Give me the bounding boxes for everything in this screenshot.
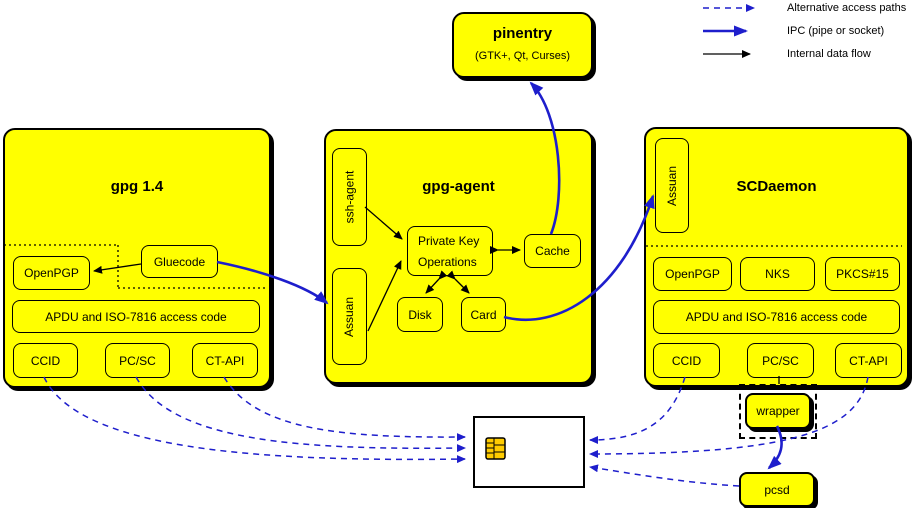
smartcard: [473, 416, 585, 488]
gpg14-title: gpg 1.4: [110, 178, 164, 195]
scdaemon-openpgp-label: OpenPGP: [665, 267, 720, 281]
gpg-agent-cache-box: Cache: [524, 234, 581, 268]
gpg-agent-private-key-operations-box: Private Key Operations: [407, 226, 493, 276]
pcsd-label: pcsd: [764, 482, 790, 497]
scdaemon-pcsc-label: PC/SC: [762, 353, 799, 368]
gpg14-openpgp-label: OpenPGP: [24, 266, 79, 280]
scdaemon-title: SCDaemon: [736, 178, 817, 195]
scdaemon-assuan-label: Assuan: [665, 165, 679, 206]
pinentry-title: pinentry: [492, 25, 553, 42]
legend-internal-flow-label: Internal data flow: [787, 48, 871, 60]
scdaemon-pkcs15-label: PKCS#15: [836, 267, 889, 281]
smartcard-chip-icon: [485, 437, 506, 460]
disk-label: Disk: [408, 307, 432, 322]
gpg14-ccid-label: CCID: [30, 353, 61, 368]
gpg-agent-title: gpg-agent: [422, 178, 495, 195]
scdaemon-assuan-box: Assuan: [655, 138, 689, 233]
pinentry-subtitle: (GTK+, Qt, Curses): [474, 50, 571, 62]
wrapper-label: wrapper: [756, 404, 800, 418]
gpg14-pcsc-label: PC/SC: [119, 353, 156, 368]
pinentry-box: pinentry (GTK+, Qt, Curses): [452, 12, 593, 78]
pko-line2: Operations: [418, 254, 477, 269]
gpg-agent-assuan-label: Assuan: [342, 296, 357, 337]
cache-label: Cache: [535, 244, 570, 258]
gpg14-ctapi-box: CT-API: [192, 343, 258, 378]
scdaemon-ccid-box: CCID: [653, 343, 720, 378]
gpg14-ccid-box: CCID: [13, 343, 78, 378]
alt-scdaemon-ctapi-to-card: [589, 376, 869, 458]
alt-pcsd-to-card: [589, 464, 740, 487]
scdaemon-ccid-label: CCID: [671, 353, 702, 368]
gpg14-gluecode-label: Gluecode: [153, 254, 206, 269]
gpg-agent-assuan-box: Assuan: [332, 268, 367, 365]
gpg14-gluecode-box: Gluecode: [141, 245, 218, 278]
scdaemon-ctapi-label: CT-API: [849, 353, 888, 368]
scdaemon-apdu-label: APDU and ISO-7816 access code: [685, 310, 868, 324]
scdaemon-apdu-box: APDU and ISO-7816 access code: [653, 300, 900, 334]
wrapper-box: wrapper: [745, 393, 811, 429]
gpg14-ctapi-label: CT-API: [205, 353, 245, 368]
scdaemon-nks-box: NKS: [740, 257, 815, 291]
alt-gpg14-ccid-to-card: [43, 376, 466, 464]
gpg-agent-sshagent-label: ssh-agent: [342, 170, 357, 224]
card-label: Card: [470, 307, 497, 322]
scdaemon-pcsc-box: PC/SC: [747, 343, 814, 378]
scdaemon-ctapi-box: CT-API: [835, 343, 902, 378]
gpg14-apdu-label: APDU and ISO-7816 access code: [45, 309, 227, 324]
gpg14-apdu-box: APDU and ISO-7816 access code: [12, 300, 260, 333]
legend-alternative-access-label: Alternative access paths: [787, 2, 907, 14]
pko-line1: Private Key: [418, 233, 480, 248]
gpg14-openpgp-box: OpenPGP: [13, 256, 90, 290]
legend-ipc-label: IPC (pipe or socket): [787, 25, 885, 37]
gpg-agent-sshagent-box: ssh-agent: [332, 148, 367, 246]
scdaemon-pkcs15-box: PKCS#15: [825, 257, 900, 291]
gpg-agent-disk-box: Disk: [397, 297, 443, 332]
scdaemon-nks-label: NKS: [765, 267, 790, 281]
pcsd-box: pcsd: [739, 472, 815, 507]
scdaemon-openpgp-box: OpenPGP: [653, 257, 732, 291]
gpg-agent-card-box: Card: [461, 297, 506, 332]
gpg14-pcsc-box: PC/SC: [105, 343, 170, 378]
